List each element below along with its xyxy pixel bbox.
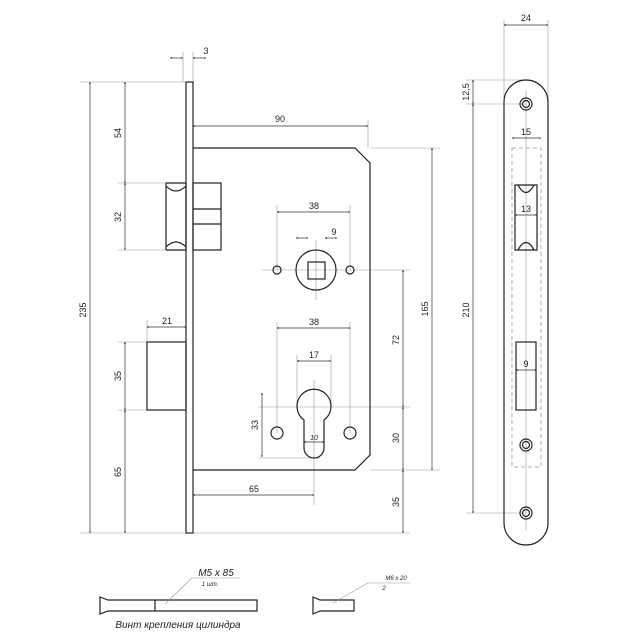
- long-screw-spec: M5 x 85: [198, 568, 234, 579]
- dim-3: 3: [203, 46, 208, 56]
- faceplate-front: [503, 79, 549, 546]
- dim-35-case: 35: [391, 497, 401, 507]
- dim-30: 30: [391, 433, 401, 443]
- dim-35-bolt: 35: [113, 371, 123, 381]
- faceplate-side: [185, 81, 194, 534]
- dim-33: 33: [250, 420, 260, 430]
- extension-lines: [80, 20, 549, 534]
- dim-9-spindle: 9: [331, 227, 336, 237]
- short-screw-qty: 2: [381, 586, 386, 592]
- dim-54: 54: [113, 128, 123, 138]
- dim-90: 90: [275, 114, 285, 124]
- long-screw-qty: 1 шт.: [202, 582, 219, 588]
- dim-21: 21: [162, 316, 172, 326]
- latch: [165, 182, 222, 251]
- dim-10: 10: [310, 435, 318, 442]
- dim-235: 235: [78, 302, 88, 317]
- short-screw: [312, 582, 410, 615]
- deadbolt: [146, 341, 187, 411]
- spindle-hub: [272, 249, 355, 291]
- short-screw-spec: M6 x 20: [385, 576, 407, 582]
- dim-24: 24: [521, 13, 531, 23]
- dimension-labels: 235 54 32 35 65 90 3 165 72 30 35 38 9 2…: [78, 13, 531, 507]
- dim-38-cylinder: 38: [309, 317, 319, 327]
- dim-13: 13: [521, 204, 531, 214]
- dim-15: 15: [521, 127, 531, 137]
- dim-17: 17: [309, 350, 319, 360]
- dim-165: 165: [420, 301, 430, 316]
- dim-65-bolt: 65: [113, 467, 123, 477]
- dim-72: 72: [391, 335, 401, 345]
- long-screw: [99, 577, 258, 615]
- dim-65-backset: 65: [249, 484, 259, 494]
- screw-caption: Винт крепления цилиндра: [115, 620, 241, 631]
- dimension-lines: [88, 23, 548, 533]
- dim-38-handle: 38: [309, 201, 319, 211]
- dim-32: 32: [113, 212, 123, 222]
- cylinder-cutout: [270, 388, 357, 459]
- lock-body: [193, 147, 371, 471]
- dim-12-5: 12,5: [461, 83, 471, 101]
- dim-210: 210: [461, 302, 471, 317]
- dim-9-bolt-slot: 9: [523, 359, 528, 369]
